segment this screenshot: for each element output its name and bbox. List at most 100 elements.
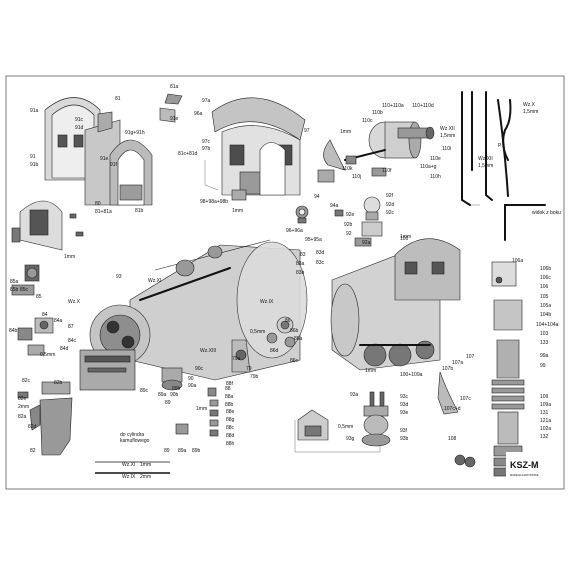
label: 106a (512, 258, 523, 264)
label: 88c (226, 425, 235, 431)
label: 97a (202, 98, 211, 104)
label: 89b (172, 386, 181, 392)
dimension: 1mm (365, 368, 376, 374)
label: 93d (400, 402, 409, 408)
label: 106 (540, 284, 549, 290)
dimension: 1mm (232, 208, 243, 214)
label: 90b (170, 392, 179, 398)
wire-label: Wz.XI (148, 278, 161, 284)
label: 82d (28, 424, 37, 430)
label: 93g (346, 436, 355, 442)
dimension: 1mm (340, 129, 351, 135)
side-view-label: widok z boku (532, 210, 561, 216)
label: 105 (540, 294, 549, 300)
dimension: 1mm (400, 234, 411, 240)
label: 91e (170, 116, 179, 122)
wire-label: Wz.IX (122, 474, 136, 480)
label: 92 (346, 231, 352, 237)
cab-roof-group (204, 97, 306, 201)
label: 93c (400, 394, 409, 400)
label: 91d (75, 125, 84, 131)
label: 110+110a (382, 103, 404, 109)
label: 108 (448, 436, 457, 442)
label: 110k (342, 166, 353, 172)
label: 131 (540, 410, 549, 416)
label: 83d (316, 250, 325, 256)
cylinder-gear-group (161, 316, 296, 437)
label: 95+95a (305, 237, 322, 243)
label: 88 (225, 386, 231, 392)
label: 98+98a+98b (200, 199, 228, 205)
label: 133 (540, 340, 549, 346)
label: 81c+81d (178, 151, 198, 157)
wire-label: Wz.XII (478, 156, 493, 162)
label: 89 (164, 448, 170, 454)
label: 88f (226, 381, 234, 387)
wire-label: 1mm (140, 462, 151, 468)
label: 80 (95, 201, 101, 207)
label: 104+104a (536, 322, 559, 328)
label: 90a (188, 383, 197, 389)
label: 91b (30, 162, 39, 168)
label: 79b (250, 374, 259, 380)
wire-label: 1,5mm (440, 133, 455, 139)
label: 97c (202, 139, 211, 145)
cylinder-note-line1: do cylindra (120, 432, 144, 438)
label: 89a (178, 448, 187, 454)
label: 107c (460, 396, 471, 402)
label: 93a (350, 392, 359, 398)
label: 85 (36, 294, 42, 300)
label: 86a (294, 336, 303, 342)
label: 81 (115, 96, 121, 102)
label: 105a (540, 303, 551, 309)
label: 97b (202, 146, 211, 152)
label: 110a+g (420, 164, 437, 170)
label: 121a (540, 418, 551, 424)
label: 82b (54, 380, 63, 386)
locomotive-complete-group (330, 238, 461, 371)
label: 96+96a (286, 228, 303, 234)
turret-stack-group (437, 261, 525, 477)
label: 110b (372, 110, 383, 116)
rear-hood-group (11, 200, 84, 251)
label: 91a (30, 108, 39, 114)
label: 92f (386, 193, 394, 199)
label: 83c (316, 260, 325, 266)
wire-label: Wz.X (523, 102, 536, 108)
label-layer: 91a 91c 91d 91 91b 91e 81 81a 91e 91f 81… (9, 84, 559, 454)
dimension-layer: 1mm 1mm 1mm 1mm 0,5mm 2mm 0,5mm 1mm 0,5m… (18, 129, 411, 430)
label: 110c (362, 118, 373, 124)
label: 90c (195, 366, 204, 372)
wire-label: Wz.XI (122, 462, 135, 468)
label: 86 (285, 318, 291, 324)
wire-label: Wz.XIII (200, 348, 216, 354)
label: 93e (400, 410, 409, 416)
label: 106c (540, 275, 551, 281)
label: 102a (540, 426, 551, 432)
label: 93 (116, 274, 122, 280)
label: 85a (10, 279, 19, 285)
label: 79a (232, 356, 241, 362)
buffer-beam-group (17, 381, 73, 456)
label: 79 (246, 366, 252, 372)
label: 83a (296, 261, 305, 267)
locomotive-main-group (79, 239, 308, 391)
label: 97 (304, 128, 310, 134)
label: 110f (382, 168, 392, 174)
wire-pipes-group (461, 91, 546, 241)
cab-arch-group (44, 93, 183, 206)
label: 89a (158, 392, 167, 398)
label: 107a (452, 360, 463, 366)
label: 110j (352, 174, 361, 180)
label: 109 (540, 394, 549, 400)
label: 107c+d (444, 406, 461, 412)
label: 88a (225, 394, 234, 400)
label: 88e (226, 409, 235, 415)
label: 92e (346, 212, 355, 218)
label: 92b (344, 222, 353, 228)
label: 110e (430, 156, 441, 162)
dimension: 1mm (64, 254, 75, 260)
label: 96a (194, 111, 203, 117)
label: 86c (290, 358, 299, 364)
